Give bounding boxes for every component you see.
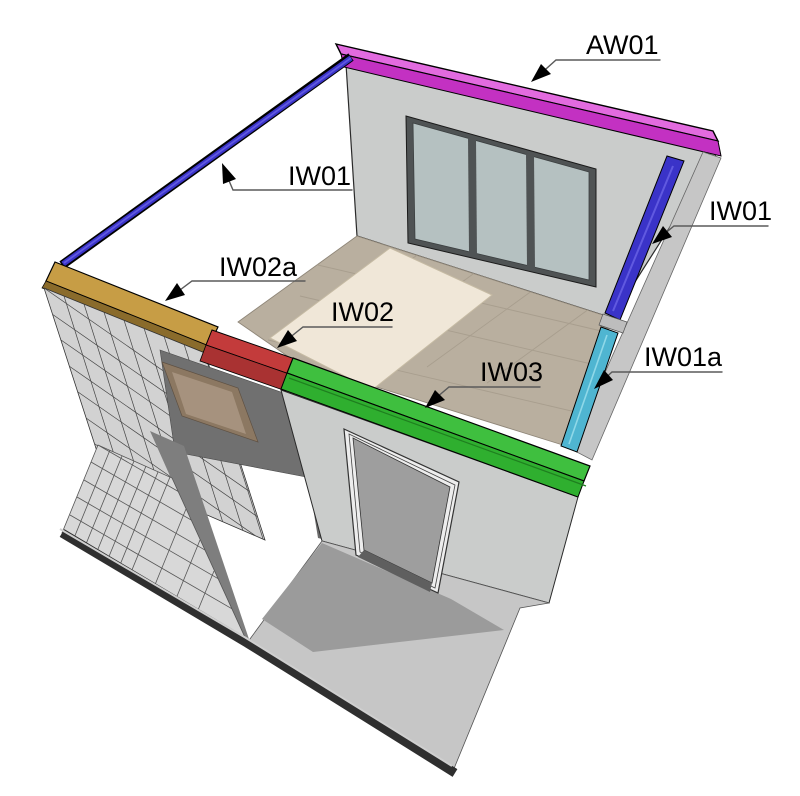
label-text: IW01 xyxy=(288,161,351,191)
arrowhead xyxy=(652,226,672,244)
label-text: IW01a xyxy=(644,342,723,372)
annotations: AW01 IW01 IW02a IW02 IW03 IW01 xyxy=(165,30,772,408)
front-wall-group xyxy=(59,389,579,777)
back-wall xyxy=(345,63,718,319)
right-wall-outer-sliver xyxy=(570,151,722,461)
iw01-right-highlight xyxy=(612,165,674,312)
iw03-groove xyxy=(288,377,587,487)
door-opening xyxy=(343,428,460,594)
door-threshold-shadow xyxy=(358,550,432,592)
label-text: IW02 xyxy=(331,297,394,327)
arrowhead xyxy=(425,390,445,408)
label-text: IW02a xyxy=(219,252,298,282)
label-iw02: IW02 xyxy=(277,297,394,348)
left-wall-line-iw01 xyxy=(59,53,354,269)
ground-shadow xyxy=(262,543,504,652)
shaft-brown-inner xyxy=(172,372,246,434)
wall-cap-iw03 xyxy=(280,357,591,498)
label-iw02a: IW02a xyxy=(165,252,306,301)
window xyxy=(405,115,597,288)
label-iw01-right: IW01 xyxy=(652,196,772,244)
bathroom-tile-floor xyxy=(61,431,252,648)
slab-edge xyxy=(59,529,458,777)
door-frame-inner-line xyxy=(348,433,456,589)
closet-wall-iw02a xyxy=(41,261,266,541)
leader-line xyxy=(536,59,661,78)
label-text: IW03 xyxy=(480,357,543,387)
floor-slab-step xyxy=(598,313,628,334)
label-iw01a: IW01a xyxy=(594,342,723,389)
arrowhead xyxy=(165,283,185,301)
slab-edge-highlight xyxy=(59,528,453,767)
iw01a-strip xyxy=(560,326,619,453)
iw01a-highlight xyxy=(568,334,608,445)
arrowhead xyxy=(594,370,613,389)
arrowhead xyxy=(222,163,236,184)
iw03-front-face xyxy=(280,372,585,498)
label-text: AW01 xyxy=(586,30,659,60)
room-floor xyxy=(237,235,613,447)
window-mullion-1 xyxy=(468,137,477,256)
arrowhead xyxy=(277,330,297,348)
right-wall-cap-iw01a xyxy=(560,326,619,453)
label-aw01: AW01 xyxy=(531,30,661,82)
iw01-left-highlight xyxy=(63,57,352,264)
label-iw03: IW03 xyxy=(425,357,543,408)
arrowhead xyxy=(531,64,551,82)
label-text: IW01 xyxy=(709,196,772,226)
hatch-face xyxy=(43,287,266,541)
label-iw01-left: IW01 xyxy=(222,161,353,191)
window-mullion-2 xyxy=(526,153,535,270)
